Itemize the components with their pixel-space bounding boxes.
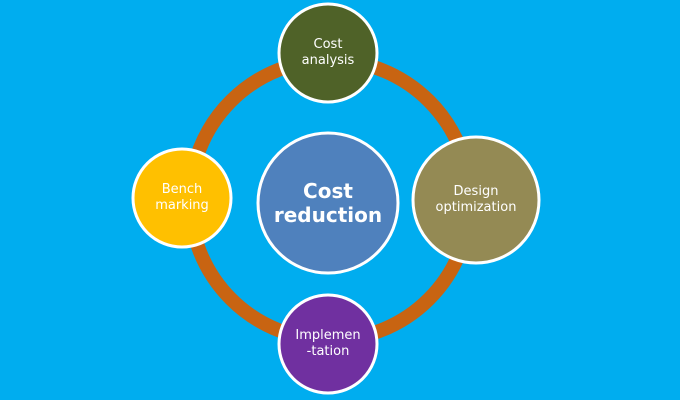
center-node (256, 131, 400, 275)
node-bottom (277, 293, 379, 395)
node-left (131, 147, 233, 249)
node-top (277, 2, 379, 104)
node-right (411, 135, 541, 265)
